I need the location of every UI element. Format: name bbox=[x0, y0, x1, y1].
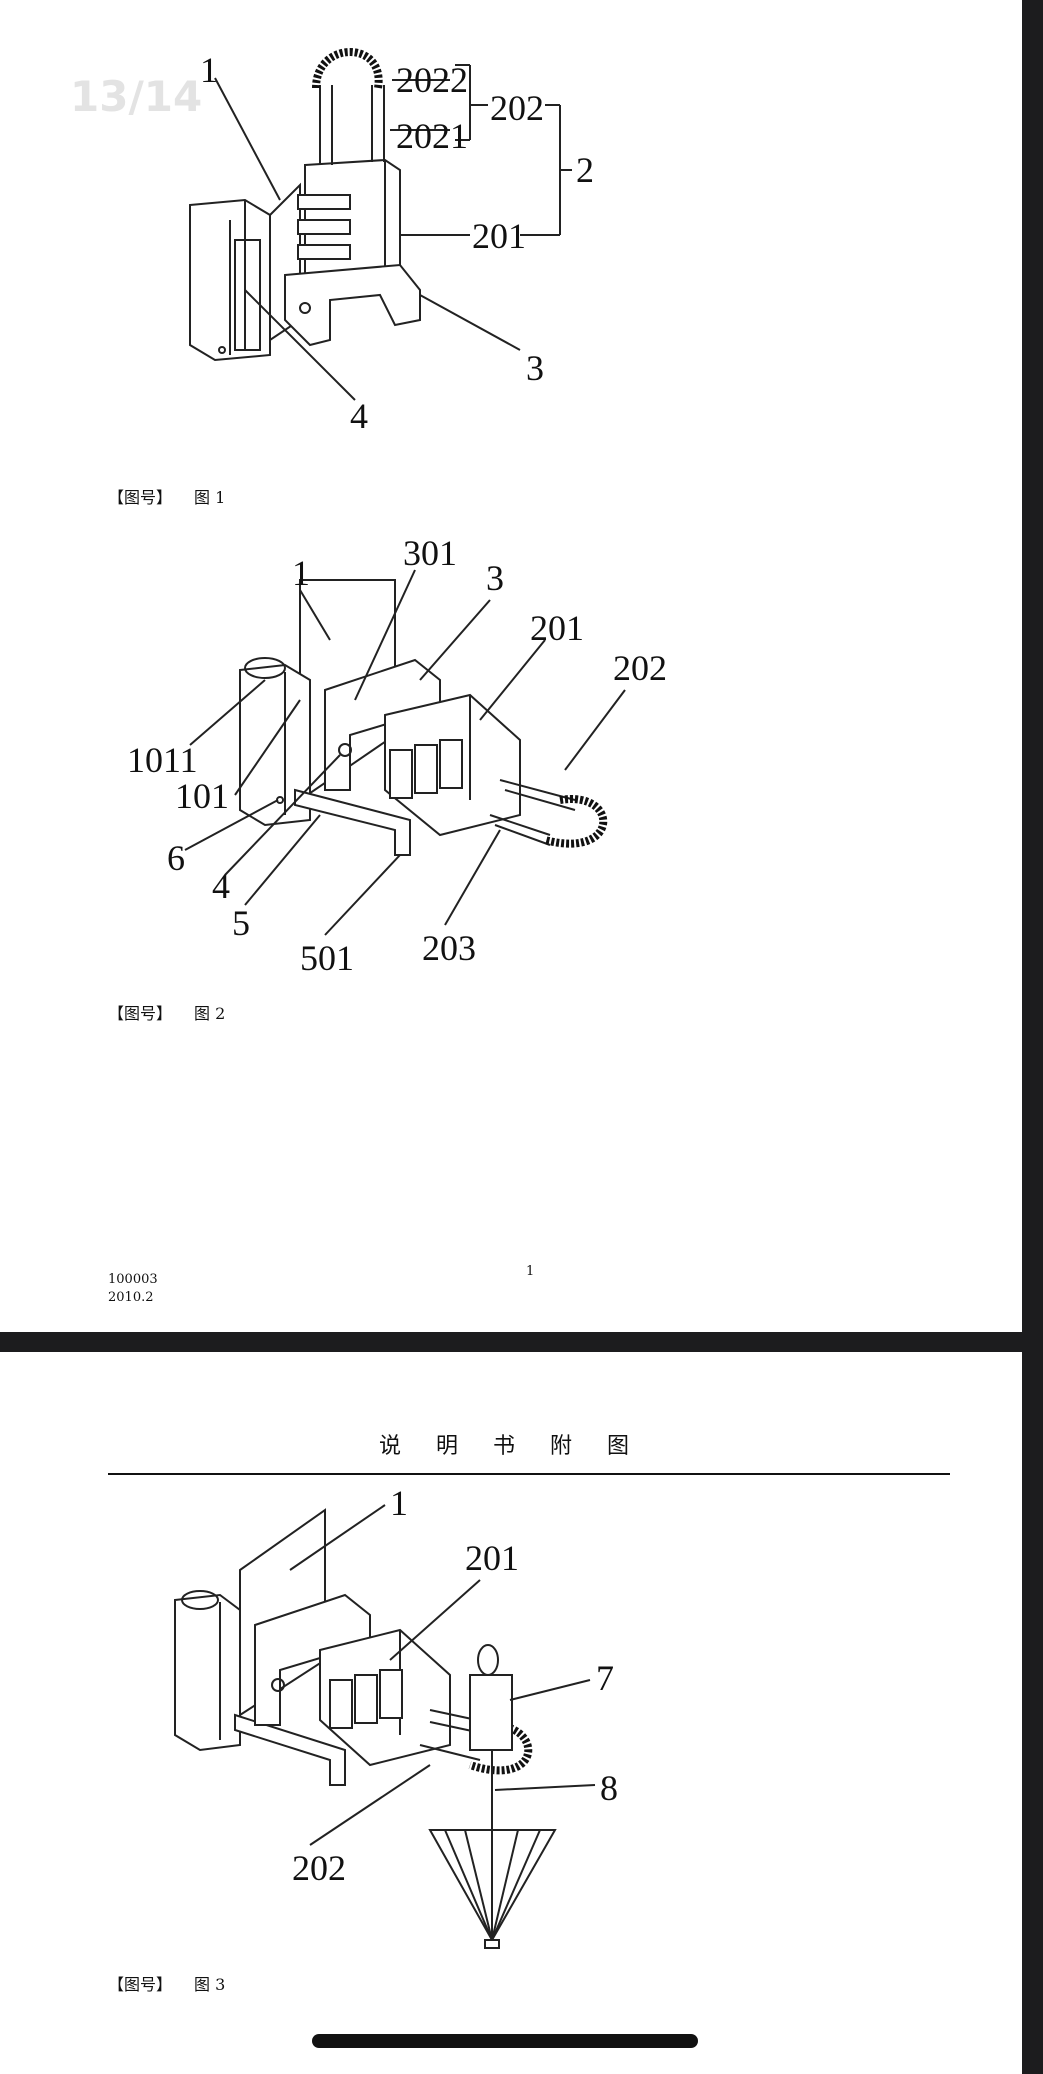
figure-2-drawing: 1 301 3 201 202 1011 101 6 4 5 501 203 bbox=[127, 533, 667, 978]
ref-7: 7 bbox=[596, 1658, 614, 1698]
form-date: 2010.2 bbox=[108, 1290, 154, 1305]
ref-2: 2 bbox=[576, 150, 594, 190]
ref-501: 501 bbox=[300, 938, 354, 978]
document-page-1: 13/14 bbox=[0, 0, 1022, 1332]
ref-1: 1 bbox=[390, 1483, 408, 1523]
home-indicator[interactable] bbox=[312, 2034, 698, 2048]
ref-202: 202 bbox=[613, 648, 667, 688]
ref-201: 201 bbox=[530, 608, 584, 648]
ref-3: 3 bbox=[526, 348, 544, 388]
page-header-title: 说 明 书 附 图 bbox=[379, 1434, 643, 1459]
ref-3: 3 bbox=[486, 558, 504, 598]
ref-1011: 1011 bbox=[127, 740, 198, 780]
ref-5: 5 bbox=[232, 903, 250, 943]
ref-8: 8 bbox=[600, 1768, 618, 1808]
figure-1-drawing: 1 2022 2021 202 2 201 3 4 bbox=[189, 48, 594, 436]
ref-1: 1 bbox=[292, 553, 310, 593]
figure-3-caption: 【图号】图 3 bbox=[108, 1975, 226, 1994]
ref-201: 201 bbox=[465, 1538, 519, 1578]
ref-1: 1 bbox=[200, 50, 218, 90]
ref-101: 101 bbox=[175, 776, 229, 816]
ref-2021: 2021 bbox=[396, 116, 468, 156]
ref-4: 4 bbox=[212, 866, 230, 906]
ref-202: 202 bbox=[490, 88, 544, 128]
ref-6: 6 bbox=[167, 838, 185, 878]
ref-203: 203 bbox=[422, 928, 476, 968]
figure-3-drawing: 1 201 7 8 202 bbox=[174, 1483, 618, 1949]
form-number: 100003 bbox=[108, 1272, 158, 1287]
ref-301: 301 bbox=[403, 533, 457, 573]
figure-1-caption: 【图号】图 1 bbox=[108, 488, 226, 507]
header-rule bbox=[108, 1473, 950, 1475]
figure-2-caption: 【图号】图 2 bbox=[108, 1004, 226, 1023]
page-indicator: 13/14 bbox=[70, 72, 203, 121]
ref-4: 4 bbox=[350, 396, 368, 436]
ref-202: 202 bbox=[292, 1848, 346, 1888]
ref-201: 201 bbox=[472, 216, 526, 256]
viewer-scroll-strip bbox=[1022, 0, 1043, 2074]
ref-2022: 2022 bbox=[396, 60, 468, 100]
page-number: 1 bbox=[526, 1264, 535, 1279]
